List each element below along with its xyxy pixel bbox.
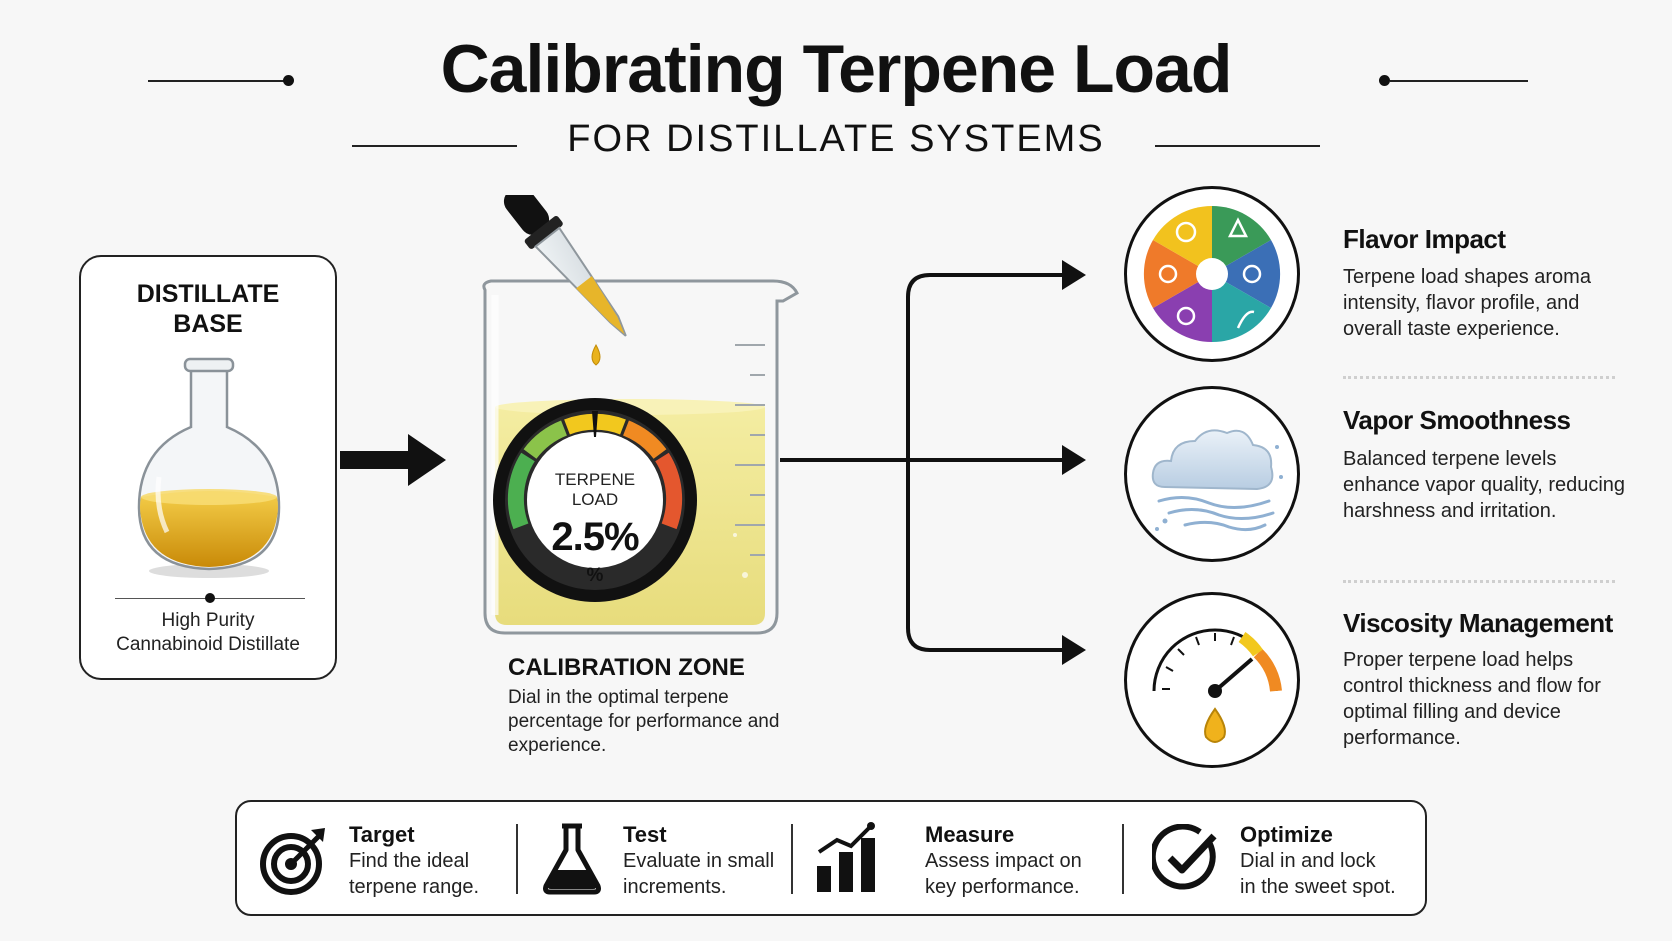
- base-to-beaker-arrow: [340, 434, 446, 486]
- round-flask-icon: [137, 357, 281, 578]
- step-desc-target-line1: Find the ideal: [349, 850, 470, 872]
- branch-connector: [780, 260, 1086, 665]
- base-desc-line1: High Purity: [161, 610, 255, 631]
- step-title-measure: Measure: [925, 822, 1015, 847]
- step-desc-optimize: Dial in and lock in the sweet spot.: [1240, 848, 1396, 900]
- step-title-target: Target: [349, 822, 415, 847]
- vapor-smoothness-badge: [1124, 386, 1300, 562]
- step-desc-measure-line2: key performance.: [925, 876, 1080, 898]
- distillate-base-description: High Purity Cannabinoid Distillate: [81, 609, 335, 657]
- page-subtitle: FOR DISTILLATE SYSTEMS: [567, 118, 1105, 160]
- feature-title-viscosity: Viscosity Management: [1343, 608, 1613, 638]
- subtitle-rule-left: [352, 145, 517, 147]
- step-desc-test-line2: increments.: [623, 876, 727, 898]
- step-desc-target-line2: terpene range.: [349, 876, 480, 898]
- step-desc-target: Find the ideal terpene range.: [349, 848, 479, 900]
- title-dot-right: [1379, 75, 1390, 86]
- viscosity-gauge-icon: [1152, 628, 1282, 743]
- flavor-impact-badge: [1124, 186, 1300, 362]
- bar-chart-icon: [817, 822, 875, 892]
- title-rule-right: [1390, 80, 1528, 82]
- step-desc-optimize-line2: in the sweet spot.: [1240, 876, 1396, 898]
- gauge-value: 2.5%: [551, 515, 639, 559]
- step-separator-1: [516, 824, 518, 894]
- feature-title-vapor: Vapor Smoothness: [1343, 405, 1571, 435]
- gauge-label-line2: LOAD: [571, 490, 619, 509]
- step-desc-test-line1: Evaluate in small: [623, 850, 775, 872]
- step-desc-measure-line1: Assess impact on: [925, 850, 1082, 872]
- distillate-base-title: DISTILLATE BASE: [81, 279, 335, 339]
- title-dot-left: [283, 75, 294, 86]
- gauge-unit: %: [586, 565, 604, 586]
- feature-desc-viscosity: Proper terpene load helps control thickn…: [1343, 649, 1601, 749]
- step-desc-optimize-line1: Dial in and lock: [1240, 850, 1376, 872]
- step-desc-measure: Assess impact on key performance.: [925, 848, 1082, 900]
- feature-desc-flavor: Terpene load shapes aroma intensity, fla…: [1343, 266, 1591, 340]
- flavor-wheel-icon: [1143, 205, 1281, 343]
- feature-divider-1: [1343, 376, 1615, 379]
- calibration-zone-title: CALIBRATION ZONE: [508, 654, 745, 681]
- check-circle-icon: [1152, 824, 1217, 890]
- page-title: Calibrating Terpene Load: [440, 31, 1233, 107]
- vapor-cloud-icon: [1151, 429, 1283, 532]
- terpene-load-gauge: [493, 398, 697, 602]
- feature-desc-vapor: Balanced terpene levels enhance vapor qu…: [1343, 448, 1626, 522]
- base-divider-dot: [205, 593, 215, 603]
- distillate-base-card: DISTILLATE BASE High Purity Cannabinoid …: [79, 255, 337, 680]
- gauge-label: TERPENE LOAD: [520, 470, 670, 510]
- step-separator-3: [1122, 824, 1124, 894]
- flask-icon: [543, 823, 601, 895]
- feature-divider-2: [1343, 580, 1615, 583]
- step-title-optimize: Optimize: [1240, 822, 1333, 847]
- process-steps-bar: Target Find the ideal terpene range. Tes…: [235, 800, 1427, 916]
- base-desc-line2: Cannabinoid Distillate: [116, 634, 300, 655]
- gauge-label-line1: TERPENE: [554, 470, 636, 489]
- step-separator-2: [791, 824, 793, 894]
- target-icon: [260, 828, 325, 895]
- title-rule-left: [148, 80, 286, 82]
- step-title-test: Test: [623, 822, 667, 847]
- subtitle-rule-right: [1155, 145, 1320, 147]
- viscosity-management-badge: [1124, 592, 1300, 768]
- pipette-dropper: [503, 195, 627, 337]
- feature-title-flavor: Flavor Impact: [1343, 224, 1506, 254]
- step-desc-test: Evaluate in small increments.: [623, 848, 774, 900]
- base-title-line1: DISTILLATE: [136, 280, 280, 308]
- base-title-line2: BASE: [173, 310, 243, 338]
- calibration-zone-description: Dial in the optimal terpene percentage f…: [508, 687, 780, 756]
